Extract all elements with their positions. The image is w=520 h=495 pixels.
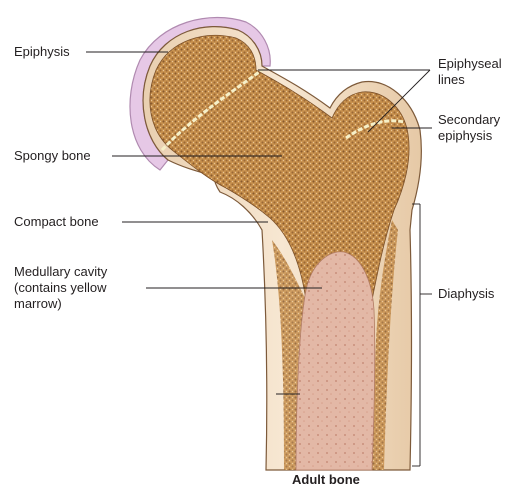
label-spongy-bone: Spongy bone — [14, 148, 91, 164]
label-diaphysis: Diaphysis — [438, 286, 494, 302]
label-medullary-cavity: Medullary cavity (contains yellow marrow… — [14, 264, 107, 312]
caption-adult-bone: Adult bone — [292, 472, 360, 487]
label-epiphysis: Epiphysis — [14, 44, 70, 60]
label-secondary-epiphysis: Secondary epiphysis — [438, 112, 500, 144]
label-compact-bone: Compact bone — [14, 214, 99, 230]
medullary-cavity — [296, 252, 375, 470]
label-epiphyseal-lines: Epiphyseal lines — [438, 56, 502, 88]
